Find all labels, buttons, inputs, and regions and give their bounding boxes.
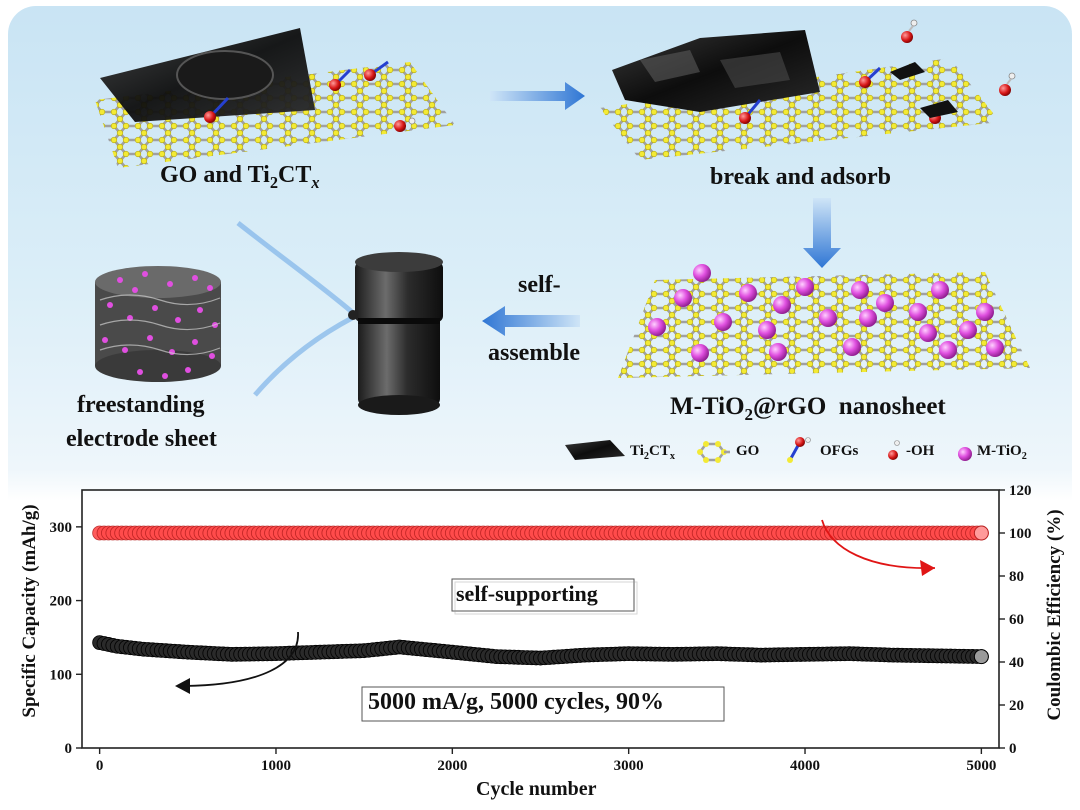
- coulombic-efficiency-series: [92, 525, 989, 541]
- legend-ti2ctx: Ti2CTx: [630, 443, 675, 462]
- break-adsorb-illustration: [600, 19, 1016, 160]
- capacity-point-last: [973, 649, 989, 665]
- arrow-right: [490, 82, 585, 110]
- ce-point-last: [973, 525, 989, 541]
- conditions-box: [361, 686, 725, 722]
- capacity-axis-arrow: [184, 631, 299, 687]
- y-right-tick-label: 80: [1009, 569, 1024, 585]
- y-right-tick-label: 100: [1009, 526, 1032, 542]
- y-axis-left-label: Specific Capacity (mAh/g): [19, 504, 40, 718]
- legend-oh: -OH: [906, 443, 935, 459]
- x-tick-label: 1000: [261, 758, 291, 774]
- legend-icons: [565, 437, 972, 463]
- y-right-tick-label: 60: [1009, 612, 1024, 628]
- arrow-down: [803, 198, 841, 268]
- y-left-tick-label: 200: [50, 594, 73, 610]
- freestanding-electrode-illustration: [95, 266, 221, 382]
- freestanding-label-line1: freestanding: [77, 392, 205, 418]
- x-tick-label: 2000: [437, 758, 467, 774]
- light-beam-upper: [236, 221, 354, 314]
- x-tick-label: 4000: [790, 758, 820, 774]
- self-assemble-label-line2: assemble: [488, 340, 580, 366]
- x-tick-label: 3000: [614, 758, 644, 774]
- annotation-self-supporting: self-supporting: [456, 581, 598, 606]
- break-adsorb-label: break and adsorb: [710, 164, 891, 190]
- mtio2-particles: [648, 264, 1004, 362]
- legend-mtio2: M-TiO2: [977, 443, 1027, 462]
- light-beam-lower: [253, 315, 354, 397]
- freestanding-label-line2: electrode sheet: [66, 426, 217, 452]
- nanosheet-label: M-TiO2@rGO nanosheet: [670, 393, 946, 424]
- go-legend-icon: [697, 441, 730, 463]
- legend-ofgs: OFGs: [820, 443, 859, 459]
- capacity-series: [92, 635, 989, 666]
- y-left-tick-label: 100: [50, 667, 73, 683]
- go-ti2ctx-label: GO and Ti2CTx: [160, 162, 320, 192]
- arrow-left: [482, 306, 580, 336]
- self-supporting-box: [451, 578, 635, 612]
- go-ti2ctx-illustration: [95, 28, 455, 168]
- y-right-tick-label: 120: [1009, 483, 1032, 499]
- y-left-tick-label: 0: [65, 741, 73, 757]
- x-tick-label: 5000: [966, 758, 996, 774]
- assembly-cylinder: [348, 252, 443, 415]
- oh-legend-icon: [888, 440, 900, 460]
- x-axis-label: Cycle number: [476, 778, 597, 800]
- y-axis-right-label: Coulombic Efficiency (%): [1044, 509, 1065, 721]
- ti2ctx-legend-icon: [565, 440, 625, 460]
- y-left-tick-label: 300: [50, 520, 73, 536]
- annotation-conditions: 5000 mA/g, 5000 cycles, 90%: [368, 689, 664, 715]
- ce-axis-arrow: [821, 519, 936, 569]
- mtio2-rgo-nanosheet-illustration: [618, 264, 1030, 378]
- x-tick-label: 0: [96, 758, 104, 774]
- y-right-tick-label: 0: [1009, 741, 1017, 757]
- self-assemble-label-line1: self-: [518, 272, 561, 298]
- mtio2-legend-icon: [958, 447, 972, 461]
- y-right-tick-label: 40: [1009, 655, 1024, 671]
- legend-go: GO: [736, 443, 760, 459]
- ofgs-legend-icon: [787, 437, 811, 463]
- y-right-tick-label: 20: [1009, 698, 1024, 714]
- oh-group-icon: [901, 19, 1016, 96]
